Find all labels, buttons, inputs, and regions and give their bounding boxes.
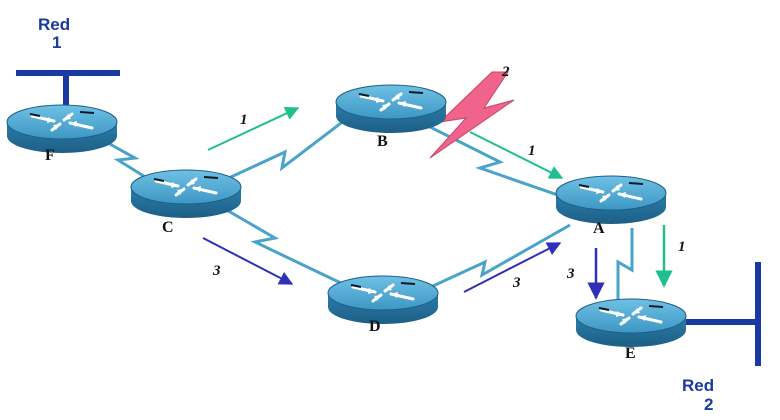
link-f-c bbox=[107, 141, 151, 182]
router-icon-e bbox=[574, 297, 688, 349]
lightning-bolt-icon bbox=[429, 71, 515, 159]
router-icon-c bbox=[129, 168, 243, 220]
step-label-3-ae: 3 bbox=[566, 266, 575, 282]
network-label-red2-number: 2 bbox=[704, 395, 713, 414]
network-label-red1-number: 1 bbox=[52, 33, 61, 52]
network-label-red1: Red bbox=[38, 15, 70, 34]
link-c-d bbox=[217, 203, 346, 287]
link-d-a bbox=[419, 223, 571, 294]
step3-arrows bbox=[202, 237, 605, 300]
step1-arrows bbox=[207, 106, 673, 288]
router-icon-d bbox=[326, 274, 440, 326]
router-label-a: A bbox=[593, 220, 605, 237]
step-label-1-ae: 1 bbox=[678, 239, 686, 255]
step-label-2: 2 bbox=[501, 64, 510, 80]
step-label-3-da: 3 bbox=[512, 275, 521, 291]
links bbox=[107, 118, 634, 300]
router-icon-f bbox=[5, 103, 119, 155]
link-c-b bbox=[219, 118, 346, 184]
router-label-e: E bbox=[625, 345, 636, 362]
network-bar-red2 bbox=[680, 262, 761, 366]
step-label-1-ba: 1 bbox=[528, 143, 536, 159]
router-label-c: C bbox=[162, 219, 174, 236]
link-a-e bbox=[616, 228, 634, 300]
router-icon-b bbox=[334, 83, 448, 135]
step-label-3-cd: 3 bbox=[212, 263, 221, 279]
step-label-1-cb: 1 bbox=[240, 112, 248, 128]
router-label-d: D bbox=[369, 318, 381, 335]
network-label-red2: Red bbox=[682, 376, 714, 395]
router-label-b: B bbox=[377, 133, 388, 150]
router-icon-a bbox=[554, 174, 668, 226]
link-b-a bbox=[419, 120, 573, 202]
router-label-f: F bbox=[45, 147, 55, 164]
